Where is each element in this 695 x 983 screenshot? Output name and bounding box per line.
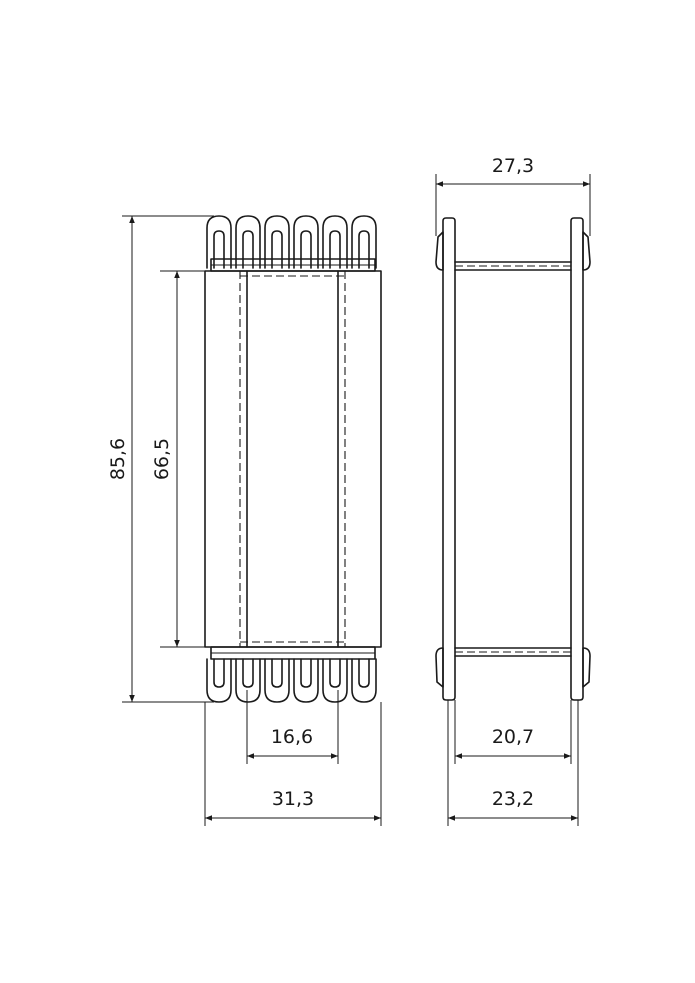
- top-crossbar: [454, 261, 572, 271]
- dim-label-overall-height: 85,6: [107, 438, 129, 480]
- dim-base-width: 23,2: [447, 700, 579, 826]
- bottom-left-lug: [435, 647, 444, 688]
- dim-overall-height: 85,6: [107, 215, 214, 703]
- dim-label-base-width: 23,2: [492, 788, 534, 810]
- dim-label-overall-width: 31,3: [272, 788, 314, 810]
- front-view: 85,6 66,5 16,6 31,3: [107, 215, 382, 826]
- bottom-pins: [206, 658, 377, 703]
- dim-label-inner-width: 20,7: [492, 726, 534, 748]
- dim-label-window-width: 16,6: [271, 726, 313, 748]
- right-flange: [570, 217, 584, 701]
- bottom-right-lug: [582, 647, 591, 688]
- left-flange: [442, 217, 456, 701]
- top-left-lug: [435, 231, 444, 271]
- dim-window-height: 66,5: [151, 270, 243, 648]
- top-right-lug: [582, 231, 591, 271]
- dim-inner-width: 20,7: [454, 700, 572, 764]
- dim-window-width: 16,6: [246, 690, 339, 764]
- coil-body: [204, 270, 382, 648]
- dim-label-flange-width: 27,3: [492, 155, 534, 177]
- side-view: 27,3 20,7 23,2: [435, 155, 591, 826]
- top-pins: [206, 215, 377, 269]
- dim-overall-width: 31,3: [204, 702, 382, 826]
- bottom-crossbar: [454, 647, 572, 657]
- dim-label-window-height: 66,5: [151, 438, 173, 480]
- dim-flange-width: 27,3: [435, 155, 591, 236]
